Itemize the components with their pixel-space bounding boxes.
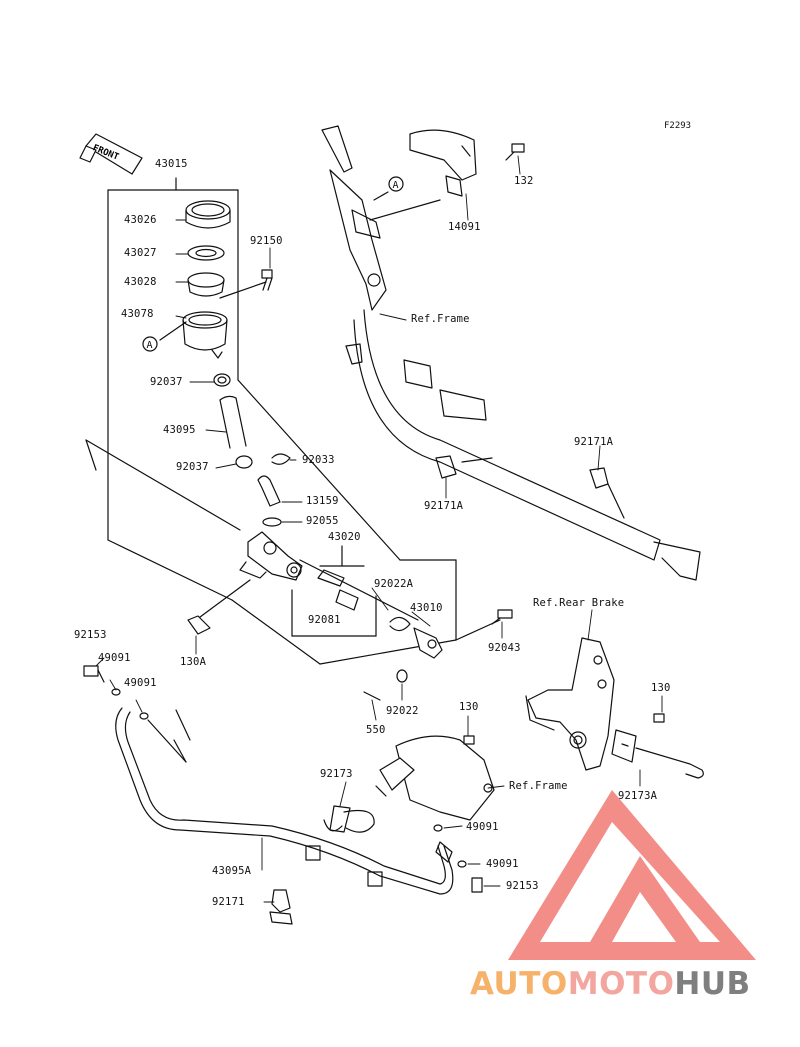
clamp-upper (213, 373, 231, 387)
washers-49091-upper (111, 688, 149, 720)
label-92081: 92081 (308, 614, 341, 626)
label-92033: 92033 (302, 454, 335, 466)
label-92022A: 92022A (374, 578, 414, 590)
label-43028: 43028 (124, 276, 157, 288)
callout-a-upper-text: A (393, 180, 399, 191)
label-92150: 92150 (250, 235, 283, 247)
label-132: 132 (514, 175, 534, 187)
snap-ring-92022A (389, 616, 411, 632)
label-ref-frame-upper: Ref.Frame (411, 313, 470, 325)
label-14091: 14091 (448, 221, 481, 233)
upper-frame (321, 125, 701, 581)
label-92153-upper: 92153 (74, 629, 107, 641)
hose-ref-lines (147, 709, 191, 763)
leader-lines (95, 155, 663, 903)
label-ref-frame-lower: Ref.Frame (509, 780, 568, 792)
watermark-part-3: HUB (674, 966, 751, 1002)
label-130-right: 130 (651, 682, 671, 694)
reservoir-cap (185, 200, 231, 229)
watermark-part-1: AUTO (470, 966, 568, 1002)
banjo-lower (435, 841, 483, 893)
brake-hose-43095A (115, 707, 454, 895)
label-92171A-left: 92171A (424, 500, 464, 512)
watermark-text: AUTOMOTOHUB (470, 966, 751, 1002)
label-92043: 92043 (488, 642, 521, 654)
label-92171: 92171 (212, 896, 245, 908)
label-92173: 92173 (320, 768, 353, 780)
o-ring-92055 (262, 517, 282, 527)
label-92037-lower: 92037 (176, 461, 209, 473)
diagram-code: F2293 (664, 121, 692, 131)
label-43015: 43015 (155, 158, 188, 170)
bolt-92150 (261, 269, 273, 291)
label-92022: 92022 (386, 705, 419, 717)
clamp-lower (235, 455, 253, 469)
label-92173A: 92173A (618, 790, 658, 802)
hose-guide-92173 (323, 805, 375, 833)
label-92037-upper: 92037 (150, 376, 183, 388)
bolt-92043 (491, 609, 513, 625)
watermark-logo (508, 790, 756, 960)
diaphragm (187, 245, 225, 261)
label-ref-rear-brake: Ref.Rear Brake (533, 597, 625, 609)
label-49091-b: 49091 (124, 677, 157, 689)
clip-92171A-right (589, 467, 609, 489)
label-92055: 92055 (306, 515, 339, 527)
label-43095A: 43095A (212, 865, 252, 877)
bolt-130-lower (463, 735, 475, 745)
label-43078: 43078 (121, 308, 154, 320)
heat-guard-14091 (409, 129, 477, 197)
label-43027: 43027 (124, 247, 157, 259)
master-cylinder-body (239, 531, 303, 581)
label-130A: 130A (180, 656, 207, 668)
label-550: 550 (366, 724, 386, 736)
watermark-part-2: MOTO (567, 966, 675, 1002)
label-92171A-right: 92171A (574, 436, 614, 448)
label-49091-a: 49091 (98, 652, 131, 664)
front-arrow-icon (79, 133, 143, 175)
label-92153-lower: 92153 (506, 880, 539, 892)
circlip-92033 (271, 453, 291, 465)
hose-43095 (219, 395, 247, 449)
label-49091-c: 49091 (466, 821, 499, 833)
bolt-132 (505, 143, 525, 161)
hose-clip-92171 (269, 889, 293, 925)
label-130-lower: 130 (459, 701, 479, 713)
push-rod-43010 (413, 627, 443, 659)
washer-92022 (396, 669, 408, 683)
callout-a-lower (142, 336, 158, 352)
diaphragm-plate (187, 272, 225, 297)
bracket-92173A (611, 729, 704, 779)
callout-a-upper (388, 176, 404, 192)
label-49091-d: 49091 (486, 858, 519, 870)
reservoir-tank (182, 311, 228, 359)
banjo-bolt-upper (83, 665, 105, 683)
assembly-bracket-43015 (107, 177, 457, 665)
lower-frame-section (375, 735, 495, 821)
bolt-130A (187, 615, 211, 635)
rear-brake-pedal (525, 637, 615, 771)
label-43010: 43010 (410, 602, 443, 614)
cotter-pin-550 (363, 691, 381, 701)
label-13159: 13159 (306, 495, 339, 507)
bolt-130-right (653, 713, 665, 723)
hose-fitting-13159 (257, 475, 281, 507)
callout-a-lower-text: A (147, 340, 153, 351)
label-43095: 43095 (163, 424, 196, 436)
label-43026: 43026 (124, 214, 157, 226)
label-43020: 43020 (328, 531, 361, 543)
clip-92171A-left (435, 455, 457, 479)
washer-49091-lower (433, 824, 443, 832)
